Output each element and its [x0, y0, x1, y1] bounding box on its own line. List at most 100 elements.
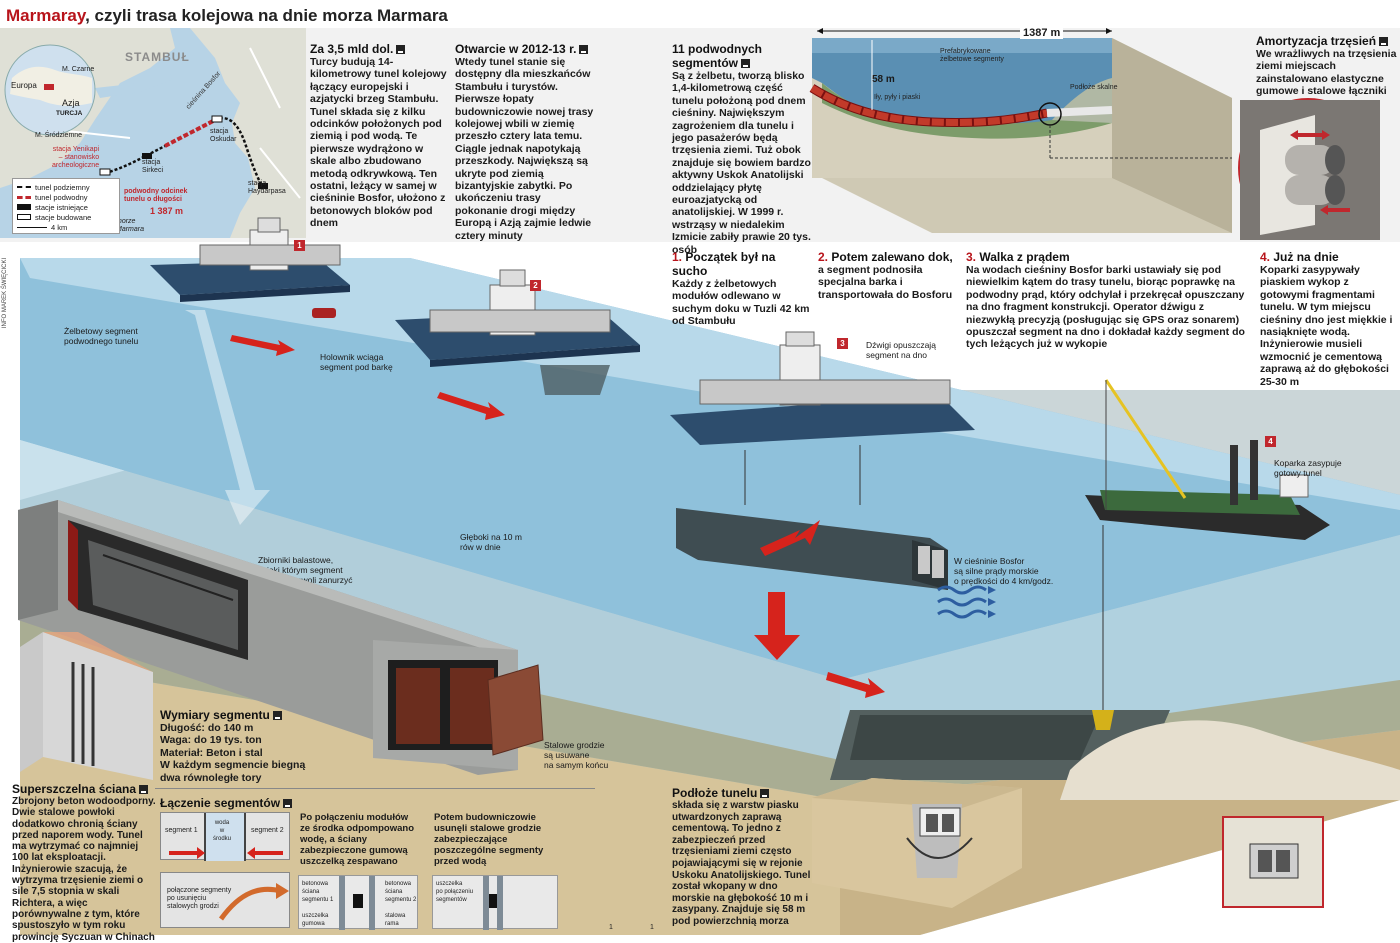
step-1-text: Każdy z żelbetowych modułów odlewano w s… [672, 278, 810, 328]
join-diagram-2: połączone segmenty po usunięciu stalowyc… [160, 872, 290, 928]
dredger-ship [1085, 379, 1330, 730]
step-1: 1. Początek był na sucho Każdy z żelbeto… [672, 250, 812, 328]
col-cost: Za 3,5 mld dol. Turcy budują 14-kilometr… [310, 42, 448, 230]
step-badge-1: 1 [294, 240, 305, 251]
joint-detail-circle [1238, 98, 1380, 240]
map-label-stambul: STAMBUŁ [125, 50, 190, 64]
col-segments-heading: 11 podwodnych segmentów [672, 42, 763, 70]
step-badge-4: 4 [1265, 436, 1276, 447]
join-step-2: Po połączeniu modułów ze środka odpompow… [300, 812, 420, 867]
legend-dash-icon [17, 186, 31, 188]
map-label-haydarpasa: stacja Haydarpasa [248, 180, 286, 195]
callout-dzwigi: Dźwigi opuszczają segment na dno [866, 340, 936, 360]
legend-row: stacje budowane [17, 212, 115, 222]
step-badge-3: 3 [837, 338, 848, 349]
amort-text: We wrażliwych na trzęsienia ziemi miejsc… [1256, 48, 1397, 98]
join-step-3-text: Potem budowniczowie usunęli stalowe grod… [434, 812, 544, 867]
map-label-oskudar: stacja Oskudar [210, 128, 237, 143]
segment-cutaway-svg [18, 500, 544, 775]
map-label-europa: Europa [11, 81, 37, 90]
map-label-morze: morze Marmara [116, 218, 145, 233]
join-label-wall2: betonowa ściana segmentu 2 [385, 881, 417, 903]
join-detail-b-svg [483, 876, 503, 930]
join-detail-a: betonowa ściana segmentu 1 betonowa ścia… [298, 875, 418, 930]
step-3-text: Na wodach cieśniny Bosfor barki ustawiał… [966, 264, 1245, 351]
join-seg1-label: segment 1 [165, 827, 198, 834]
col-opening: Otwarcie w 2012-13 r. Wtedy tunel stanie… [455, 42, 595, 242]
wymiary-heading: Wymiary segmentu [160, 708, 310, 722]
amort-heading: Amortyzacja trzęsień [1256, 34, 1398, 48]
wymiary-block: Wymiary segmentu Długość: do 140 m Waga:… [160, 708, 310, 784]
joint-detail-svg [1240, 100, 1380, 240]
legend-row: tunel podziemny [17, 182, 115, 192]
map-label-azja: Azja [62, 98, 80, 108]
join-label-wall1: betonowa ściana segmentu 1 [302, 881, 334, 903]
callout-gleboki: Głęboki na 10 m rów w dnie [460, 532, 522, 552]
step-1-heading: 1. Początek był na sucho [672, 250, 776, 278]
wall-sample-svg [20, 632, 153, 780]
podloze-text: składa się z warstw piasku utwardzonych … [672, 800, 811, 927]
col-cost-heading: Za 3,5 mld dol. [310, 42, 448, 56]
map-legend: tunel podziemny tunel podwodny stacje is… [12, 178, 120, 234]
legend-black-box-icon [17, 204, 31, 210]
divider [155, 788, 595, 789]
callout-holownik: Holownik wciąga segment pod barkę [320, 352, 393, 372]
barge-3 [670, 331, 975, 505]
arrow-mark-icon [741, 59, 751, 69]
join-detail-b: uszczelka po połączeniu segmentów [432, 875, 558, 930]
arrow-mark-icon [760, 789, 770, 799]
title-rest: , czyli trasa kolejowa na dnie morza Mar… [85, 6, 448, 25]
step-2: 2. Potem zalewano dok, a segment podnosi… [818, 250, 958, 301]
join-label-gasket: uszczelka gumowa [302, 913, 329, 927]
sciana-text: Zbrojony beton wodoodporny. Dwie stalowe… [12, 796, 156, 943]
map-label-m-srodziemne: M. Śródziemne [35, 132, 83, 139]
sciana-block: Superszczelna ściana Zbrojony beton wodo… [12, 782, 157, 943]
join-seg2-label: segment 2 [251, 827, 284, 834]
arrow-mark-icon [579, 45, 589, 55]
credit-text: INFO MAREK ŚWIĘCICKI [2, 257, 9, 329]
section-mud-label: Iły, pyły i piaski [874, 94, 921, 101]
join-arrow-svg [218, 883, 289, 921]
trench-cross-section-svg [812, 778, 1022, 908]
join-water-label: woda w środku [213, 820, 232, 842]
section-prefab-label: Prefabrykowane żelbetowe segmenty [940, 48, 1004, 63]
page-number: 1 [609, 924, 613, 931]
hanging-segment [676, 508, 948, 590]
laczenie-heading: Łączenie segmentów [160, 796, 293, 810]
step-2-text: a segment podnosiła specjalna barka i tr… [818, 264, 953, 301]
join-diagram-1-svg [169, 813, 283, 861]
barge-1 [150, 217, 350, 318]
step-badge-2: 2 [530, 280, 541, 291]
map-label-sirkeci: stacja Sirkeci [142, 159, 164, 174]
step-3-heading: 3. Walka z prądem [966, 250, 1070, 264]
main-scene-svg [20, 217, 1400, 935]
col-opening-text: Wtedy tunel stanie się dostępny dla mies… [455, 56, 594, 242]
callout-grodzie: Stalowe grodzie są usuwane na samym końc… [544, 740, 609, 770]
istanbul-map: Europa Azja TURCJA M. Czarne M. Śródziem… [0, 28, 306, 238]
legend-red-dash-icon [17, 195, 31, 199]
col-opening-heading: Otwarcie w 2012-13 r. [455, 42, 595, 56]
wymiary-line: Długość: do 140 m [160, 722, 254, 734]
join-label-frame: stalowa rama [385, 913, 406, 927]
map-label-yenikapi: stacja Yenikapi – stanowisko archeologic… [52, 146, 100, 169]
step-3: 3. Walka z prądem Na wodach cieśniny Bos… [966, 250, 1248, 351]
col-segments-text: Są z żelbetu, tworzą blisko 1,4-kilometr… [672, 70, 811, 256]
map-label-m-czarne: M. Czarne [62, 66, 95, 73]
podloze-heading: Podłoże tunelu [672, 786, 812, 800]
wymiary-line: Materiał: Beton i stal [160, 746, 263, 759]
trench-detail-svg [1224, 818, 1322, 906]
legend-scale: 4 km [17, 222, 115, 232]
join-label-gasket2: uszczelka po połączeniu segmentów [436, 881, 474, 903]
col-cost-text: Turcy budują 14-kilometrowy tunel kolejo… [310, 56, 447, 230]
strait-cross-section: 1387 m 58 m Prefabrykowane żelbetowe seg… [809, 27, 1248, 240]
wymiary-line: Waga: do 19 tys. ton [160, 734, 262, 747]
arrow-mark-icon [272, 711, 282, 721]
arrow-mark-icon [1379, 37, 1389, 47]
step-4-text: Koparki zasypywały piaskiem wykop z goto… [1260, 264, 1393, 388]
arrow-mark-icon [396, 45, 406, 55]
map-svg [0, 28, 306, 238]
map-label-length: 1 387 m [150, 206, 184, 216]
podloze-block: Podłoże tunelu składa się z warstw piask… [672, 786, 812, 928]
title-brand: Marmaray [6, 6, 86, 25]
legend-row: tunel podwodny [17, 192, 115, 202]
